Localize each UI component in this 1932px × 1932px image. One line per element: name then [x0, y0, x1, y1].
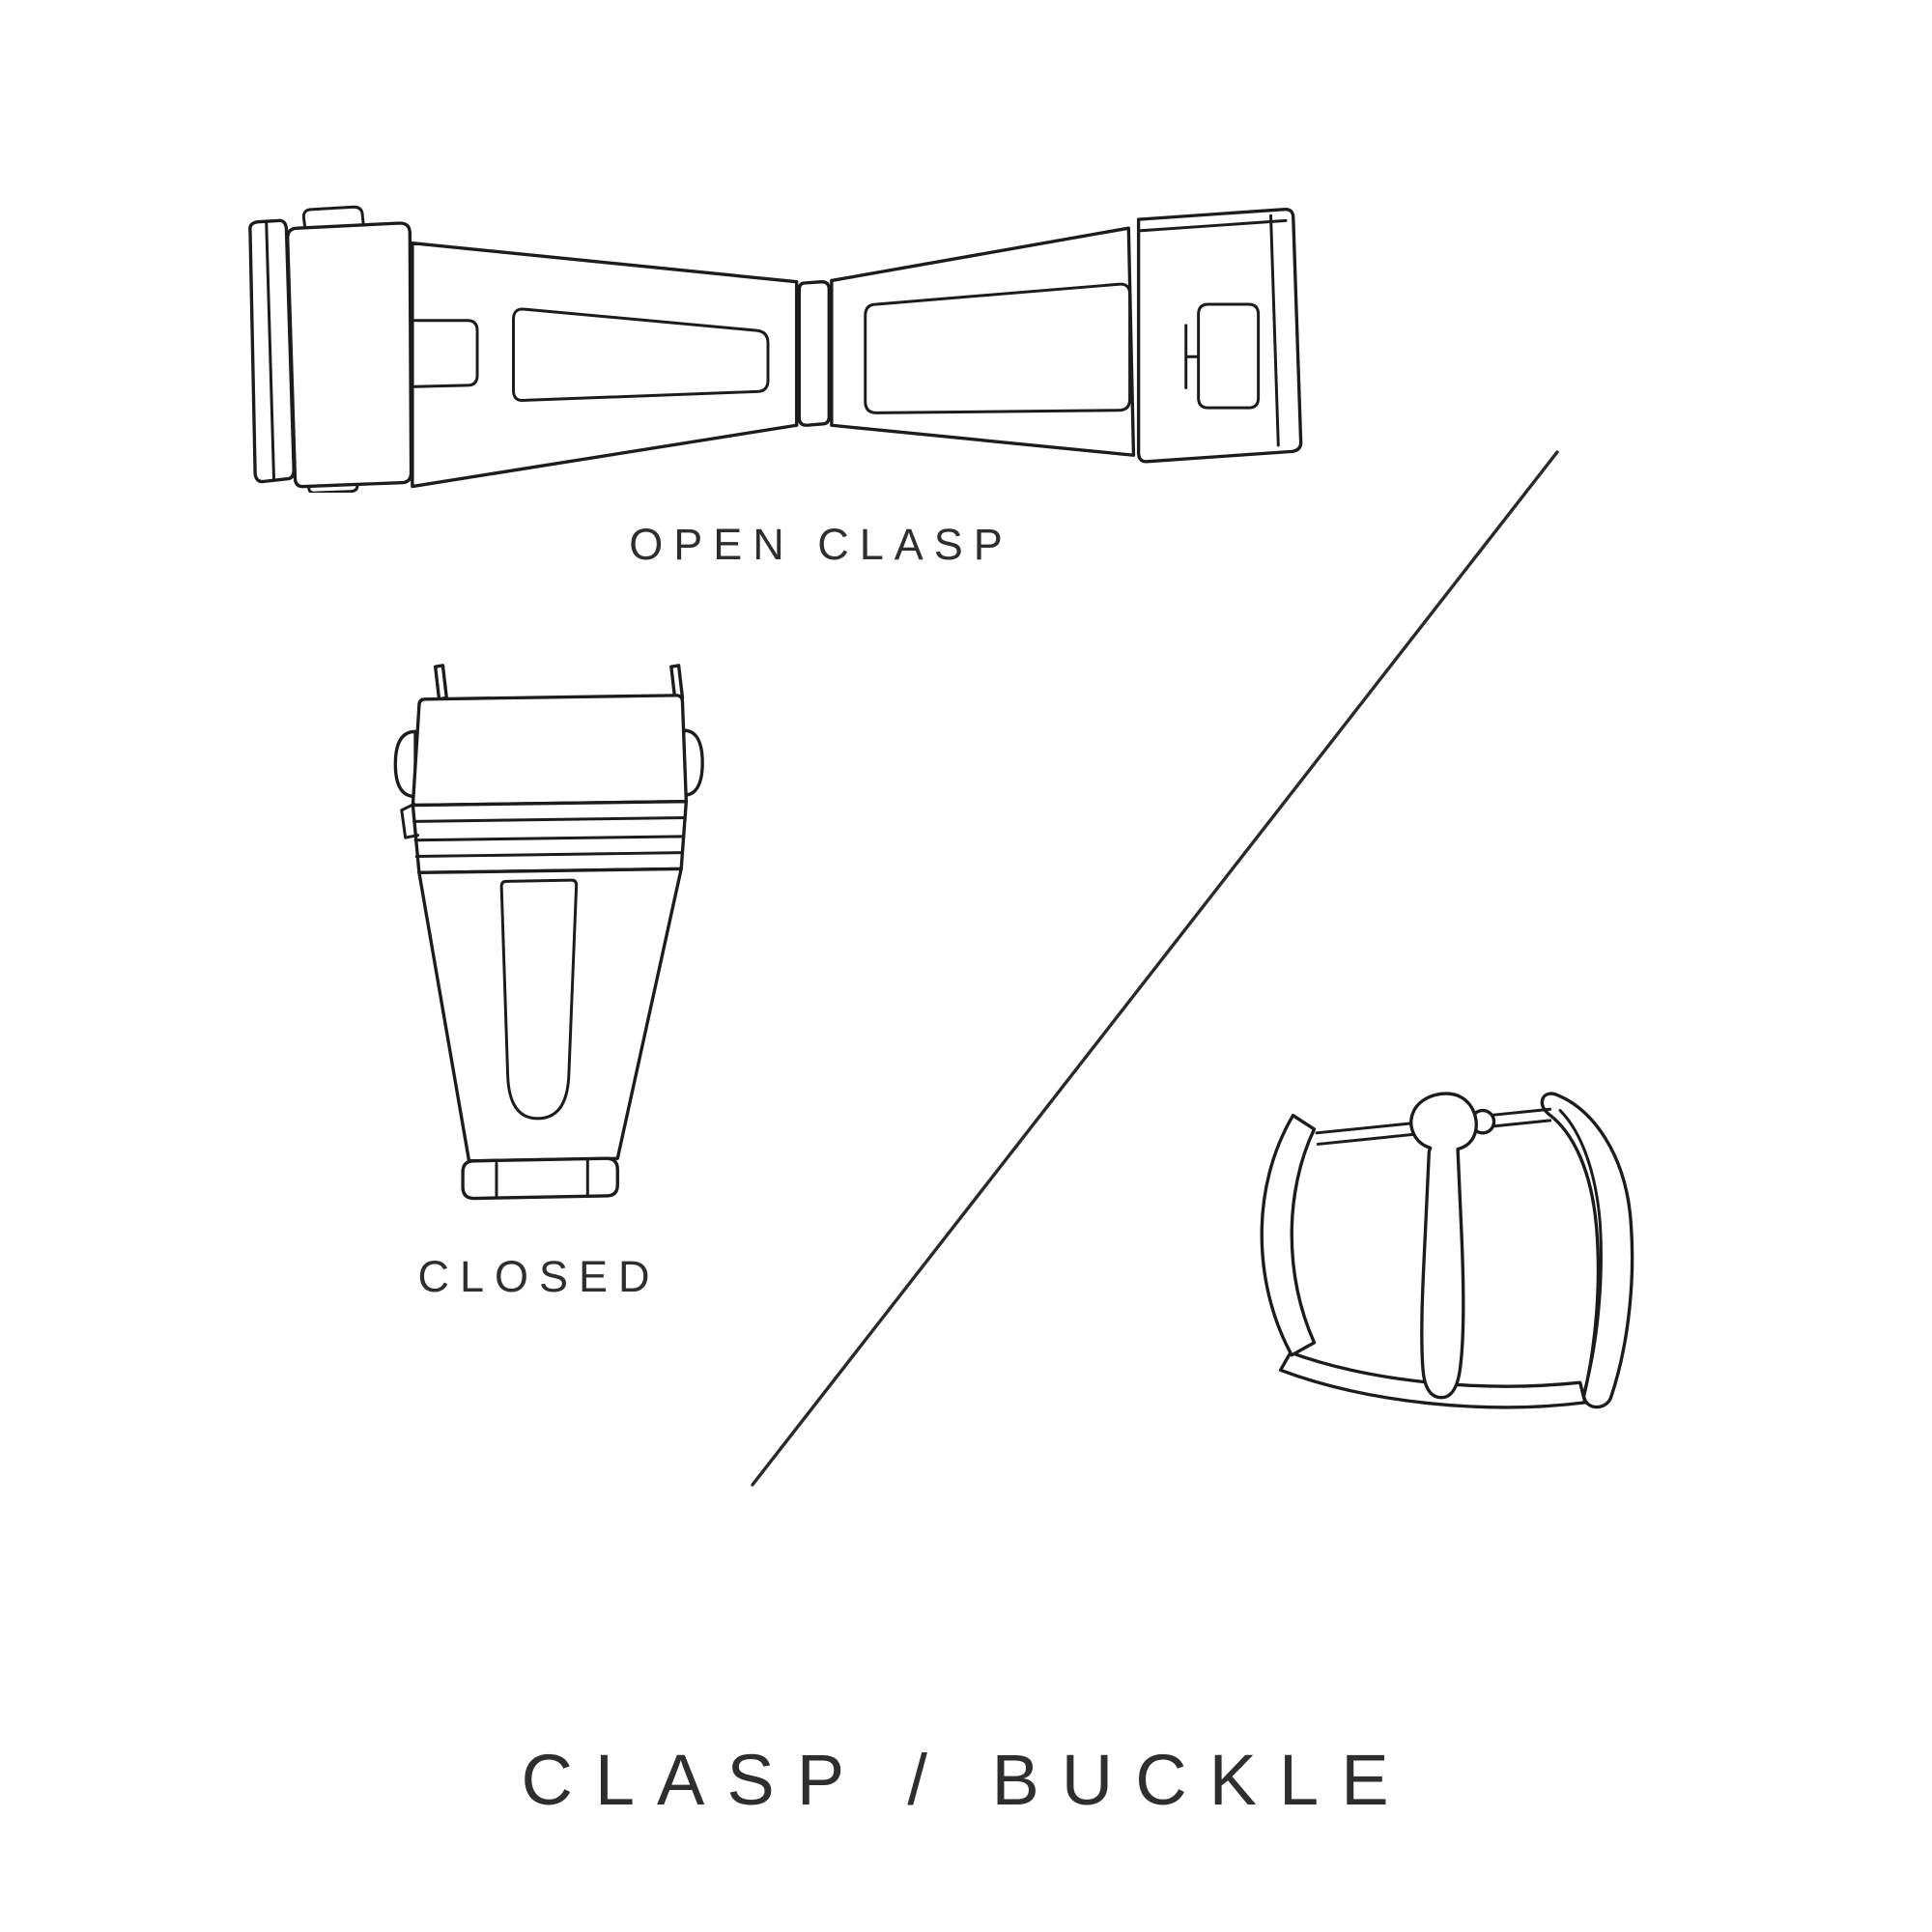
closed-clasp-right-ear [682, 728, 704, 797]
buckle-illustration [1248, 1083, 1641, 1433]
clasp-right-end-cap [1136, 207, 1303, 464]
clasp-right-arm-inner-outline [864, 282, 1132, 414]
closed-clasp-body [417, 867, 683, 1163]
closed-clasp-band-lines [412, 816, 687, 859]
buckle-tongue [1409, 1092, 1478, 1400]
open-clasp-label: OPEN CLASP [629, 520, 1013, 569]
clasp-center-hinge [797, 280, 831, 427]
closed-clasp-slot [499, 878, 579, 1121]
buckle-right-side [1540, 1092, 1634, 1409]
clasp-left-block-top-tab [301, 205, 365, 230]
buckle-right-side-edge-line [1558, 1109, 1603, 1396]
clasp-left-arm-notch [412, 319, 479, 388]
clasp-right-end-top-edge [1139, 218, 1288, 233]
clasp-right-cutout [1197, 302, 1261, 410]
diagram-title: CLASP / BUCKLE [521, 1740, 1411, 1820]
closed-clasp-label: CLOSED [417, 1252, 661, 1301]
clasp-right-end-fold-line [1269, 213, 1280, 447]
closed-clasp-cap-ticks [495, 1159, 589, 1198]
closed-clasp-left-fold [400, 802, 420, 839]
closed-clasp-left-ear [393, 729, 417, 799]
buckle-left-side [1260, 1114, 1317, 1357]
open-clasp-drawing [248, 205, 1303, 493]
closed-clasp-bottom-cap [461, 1156, 619, 1201]
buckle-drawing [1260, 1092, 1634, 1409]
closed-clasp-illustration [386, 662, 705, 1205]
clasp-left-block-bottom-tab [307, 477, 359, 493]
divider-line [751, 450, 1559, 1487]
clasp-left-arm-inner-outline [512, 307, 770, 403]
clasp-left-roll-line [265, 221, 275, 481]
clasp-right-arm [830, 226, 1136, 457]
closed-clasp-drawing [393, 664, 704, 1201]
open-clasp-illustration [225, 193, 1311, 493]
clasp-left-block [286, 221, 413, 489]
clasp-right-cutout-latch [1184, 324, 1201, 389]
